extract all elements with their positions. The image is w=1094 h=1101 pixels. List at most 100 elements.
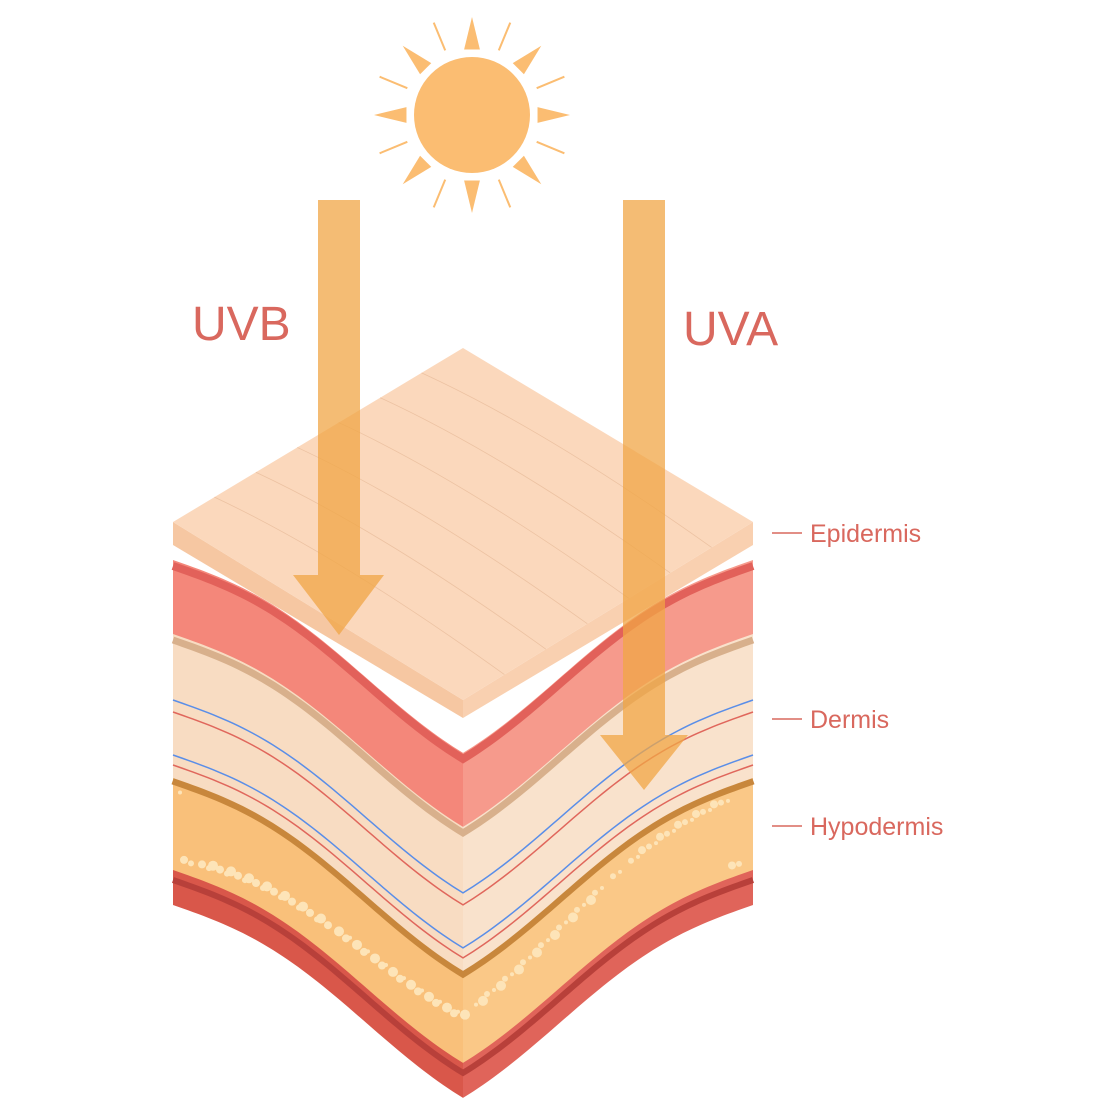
fat-cell: [234, 871, 242, 880]
uv-arrows: [293, 200, 688, 790]
fat-cell: [708, 807, 712, 812]
red-layer-right-face: [463, 560, 753, 827]
fat-cell: [656, 832, 664, 841]
blood-vessel-red: [172, 764, 754, 959]
fat-cell: [682, 819, 688, 826]
fat-cell: [244, 873, 254, 884]
fat-cell: [710, 800, 718, 809]
fat-cell: [510, 972, 514, 977]
epidermis-label: Epidermis: [810, 520, 921, 548]
sun-icon: [374, 17, 570, 213]
fat-cell: [638, 846, 646, 855]
fat-cell: [546, 938, 550, 943]
layer-label-hypodermis: Hypodermis: [772, 813, 943, 841]
fat-cell: [582, 902, 586, 907]
dermis-layer-left-face: [173, 632, 463, 971]
fat-cell: [586, 895, 596, 906]
fat-cell: [280, 890, 290, 901]
fat-cell: [424, 991, 434, 1002]
sun-ray: [379, 75, 408, 90]
uvb-label: UVB: [192, 298, 291, 351]
red-layer-left-face: [173, 560, 463, 827]
fat-cell: [654, 841, 658, 846]
fat-cell: [342, 934, 350, 943]
fat-cell: [414, 987, 422, 996]
fat-cell: [188, 860, 194, 867]
skin-texture-line: [255, 471, 547, 650]
fat-cell: [178, 790, 182, 795]
dermis-label: Dermis: [810, 706, 889, 734]
sun-ray: [432, 179, 447, 208]
sun-ray: [536, 75, 565, 90]
fat-cell: [520, 959, 526, 966]
fat-cell: [550, 929, 560, 940]
fat-cell: [360, 947, 368, 956]
fat-band: [171, 775, 755, 979]
fat-cell: [334, 926, 344, 937]
fat-cell: [690, 817, 694, 822]
fat-cell: [736, 860, 742, 867]
fat-cell: [718, 799, 724, 806]
fat-cell: [324, 921, 332, 930]
fat-cell: [592, 889, 598, 896]
fat-cell: [492, 988, 496, 993]
fat-cell: [288, 897, 296, 906]
fat-cell: [474, 1002, 478, 1007]
fat-cell: [538, 942, 544, 949]
fat-cell: [216, 865, 224, 874]
sun-ray: [536, 140, 565, 155]
fat-cell: [564, 920, 568, 925]
epidermis-right-side: [463, 522, 753, 718]
fat-cell: [528, 955, 532, 960]
sun-ray: [374, 107, 407, 123]
sun-ray: [537, 107, 570, 123]
fat-cell: [568, 912, 578, 923]
fat-cell: [728, 861, 736, 870]
fat-cell: [370, 953, 380, 964]
fat-cell: [618, 869, 622, 874]
fat-cell: [384, 962, 388, 967]
fat-cell: [420, 988, 424, 993]
muscle-band: [172, 877, 754, 1077]
fat-cell: [450, 1009, 458, 1018]
fat-cell: [348, 935, 352, 940]
skin-block: [171, 560, 755, 1098]
fat-cell: [270, 887, 278, 896]
layer-label-epidermis: Epidermis: [772, 520, 921, 548]
fat-cell: [406, 979, 416, 990]
layer-label-dermis: Dermis: [772, 706, 889, 734]
fat-cell: [556, 924, 562, 931]
fat-cell: [664, 830, 670, 837]
epidermis-left-side: [173, 522, 463, 718]
fat-cell: [672, 828, 676, 833]
sun-ray: [402, 155, 432, 185]
sun-ray: [497, 179, 512, 208]
blood-vessel-blue: [172, 754, 754, 949]
fat-cell: [478, 995, 488, 1006]
fat-cell: [226, 866, 236, 877]
sun-ray: [464, 180, 480, 213]
fat-cell: [502, 975, 508, 982]
fat-cell: [198, 860, 206, 869]
fat-cell: [298, 901, 308, 912]
fat-cell: [610, 873, 616, 880]
fat-cell: [378, 961, 386, 970]
skin-texture-line: [338, 422, 629, 599]
sun-ray: [402, 45, 432, 75]
fat-cell: [252, 879, 260, 888]
sun-disc: [414, 57, 530, 173]
fat-cell: [484, 991, 490, 998]
fat-cell: [432, 998, 440, 1007]
uva-arrow: [600, 200, 688, 790]
dermis-layer-right-face: [463, 632, 753, 971]
fat-cell: [646, 843, 652, 850]
hypodermis-label: Hypodermis: [810, 813, 943, 841]
fat-cell: [514, 964, 524, 975]
fat-cell: [532, 947, 542, 958]
fat-cell: [460, 1009, 470, 1020]
sun-ray: [512, 155, 542, 185]
muscle-layer-right-face: [463, 868, 753, 1098]
fat-cell: [496, 980, 506, 991]
